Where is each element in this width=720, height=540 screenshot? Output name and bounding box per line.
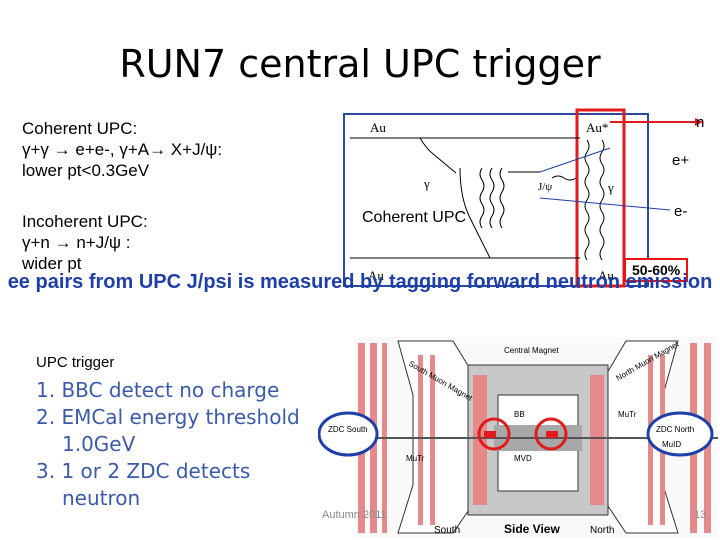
item-text: EMCal energy threshold	[61, 405, 300, 429]
detector-panel	[590, 375, 604, 505]
bbc-south-circle	[477, 417, 511, 451]
au-top-left: Au	[370, 120, 386, 135]
trigger-item-3: 3. 1 or 2 ZDC detects	[36, 458, 300, 485]
detector-panel	[418, 355, 423, 525]
au-top-right: Au*	[586, 120, 608, 135]
photon-exchange-vertical	[584, 139, 605, 261]
subtitle: ee pairs from UPC J/psi is measured by t…	[7, 271, 713, 293]
muid-label: MuID	[662, 440, 681, 449]
mutr-north-label: MuTr	[618, 410, 637, 419]
au-bottom-right: Au	[598, 268, 614, 283]
zdc-north-label: ZDC North	[656, 425, 694, 434]
photon-wavy-2	[551, 175, 577, 181]
trigger-item-1: 1. BBC detect no charge	[36, 377, 300, 404]
coherent-pt: lower pt<0.3GeV	[22, 161, 150, 180]
neutron-label: n	[696, 114, 704, 131]
au-bottom-left: Au	[368, 268, 384, 283]
central-magnet-label: Central Magnet	[504, 346, 559, 355]
photon-wavy-1	[419, 137, 457, 174]
coherent-block: Coherent UPC: γ+γ → e+e-, γ+A→ X+J/ψ: lo…	[22, 118, 222, 181]
north-label: North	[590, 525, 614, 536]
eplus-track	[539, 147, 611, 173]
trigger-item-3-cont: neutron	[62, 486, 141, 510]
gluon-ladder	[479, 167, 505, 229]
item-text: BBC detect no charge	[61, 378, 280, 402]
trigger-item-2-cont: 1.0GeV	[62, 432, 136, 456]
slide-number: 13	[694, 509, 707, 521]
bbc-south-marker	[484, 431, 496, 438]
trigger-item-2: 2. EMCal energy threshold	[36, 404, 300, 431]
coherent-heading: Coherent UPC:	[22, 119, 138, 138]
detector-panel	[430, 355, 435, 525]
page-title: RUN7 central UPC trigger	[119, 42, 601, 86]
gamma-label-2: γ	[607, 180, 614, 195]
mvd-label: MVD	[514, 454, 532, 463]
item-number: 2.	[36, 405, 56, 429]
bbc-north-circle	[534, 417, 568, 451]
pomeron-line	[459, 167, 491, 259]
mutr-south-label: MuTr	[406, 454, 425, 463]
bbc-north-marker	[546, 431, 558, 438]
side-view-label: Side View	[504, 522, 560, 536]
item-text: 1 or 2 ZDC detects	[61, 459, 251, 483]
item-number: 1.	[36, 378, 56, 402]
item-number: 3.	[36, 459, 56, 483]
diagram-frame	[343, 113, 649, 287]
gamma-label-1: γ	[423, 176, 430, 191]
incoherent-pt: wider pt	[22, 254, 82, 273]
detector-side-view: South Muon Magnet Central Magnet North M…	[318, 337, 718, 538]
neutron-highlight-box	[575, 108, 626, 288]
eminus-label: e-	[674, 203, 687, 220]
incoherent-process: γ+n → n+J/ψ :	[22, 233, 131, 252]
zdc-south-label: ZDC South	[328, 425, 368, 434]
coherent-upc-label: Coherent UPC	[362, 209, 466, 226]
eminus-track	[539, 197, 671, 211]
incoherent-heading: Incoherent UPC:	[22, 212, 148, 231]
coherent-process: γ+γ → e+e-, γ+A→ X+J/ψ:	[22, 140, 223, 159]
bb-label: BB	[514, 410, 525, 419]
south-label: South	[434, 525, 460, 536]
zdc-north-oval	[646, 411, 714, 457]
zdc-south-oval	[318, 411, 379, 457]
jpsi-label: J/ψ	[538, 181, 552, 193]
eplus-label: e+	[672, 152, 689, 169]
footer-date: Autumn 2011	[322, 509, 387, 521]
trigger-label: UPC trigger	[36, 354, 115, 371]
percent-badge: 50-60%	[624, 258, 689, 282]
feynman-diagram: Au Au* Au Au γ J/ψ γ Coherent UPC n e+ e…	[343, 108, 704, 288]
trigger-list: 1. BBC detect no charge 2. EMCal energy …	[36, 377, 300, 512]
neutron-arrowhead	[695, 118, 703, 126]
incoherent-block: Incoherent UPC: γ+n → n+J/ψ : wider pt	[22, 211, 148, 274]
